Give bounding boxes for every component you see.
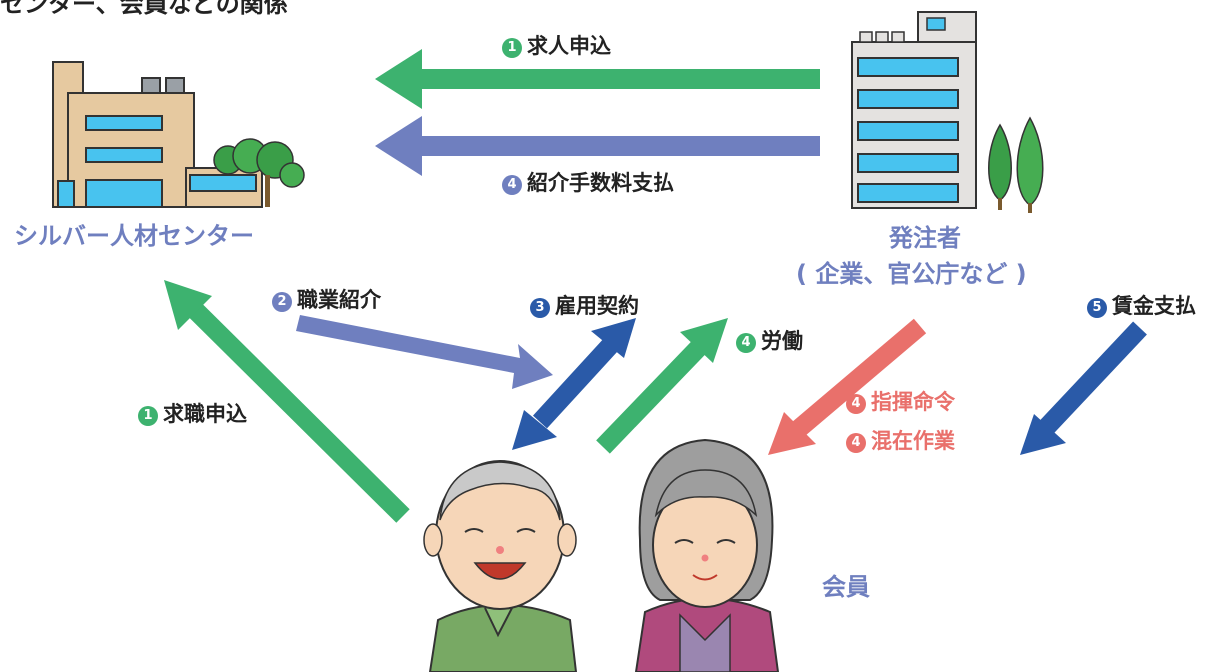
arrow-fee-payment [375,116,820,176]
step-number-badge: 1 [138,406,158,426]
arrow-job-offer [375,49,820,109]
step-number-badge: 4 [736,333,756,353]
client-note-label: ( 企業、官公庁など ) [796,260,1027,288]
step-number-badge: 4 [846,433,866,453]
member-label: 会員 [822,573,870,601]
step-number-badge: 3 [530,298,550,318]
diagram-title: センター、会員などの関係 [0,0,288,18]
center-label: シルバー人材センター [14,222,254,250]
arrow-labor [596,318,728,454]
step-number-badge: 2 [272,292,292,312]
arrow-job-introduction [296,315,553,389]
client-building-icon [851,11,1044,213]
arrow-employment-contract [512,318,636,450]
center-building-icon [52,61,305,208]
step-number-badge: 4 [502,175,522,195]
step-number-badge: 1 [502,38,522,58]
step-number-badge: 4 [846,394,866,414]
arrow-job-application [164,280,410,523]
elderly-woman-icon [634,438,780,672]
arrow-command [768,318,927,455]
step-number-badge: 5 [1087,298,1107,318]
elderly-man-icon [423,460,578,672]
arrow-wage-payment [1020,321,1147,455]
client-label: 発注者 [889,224,961,252]
